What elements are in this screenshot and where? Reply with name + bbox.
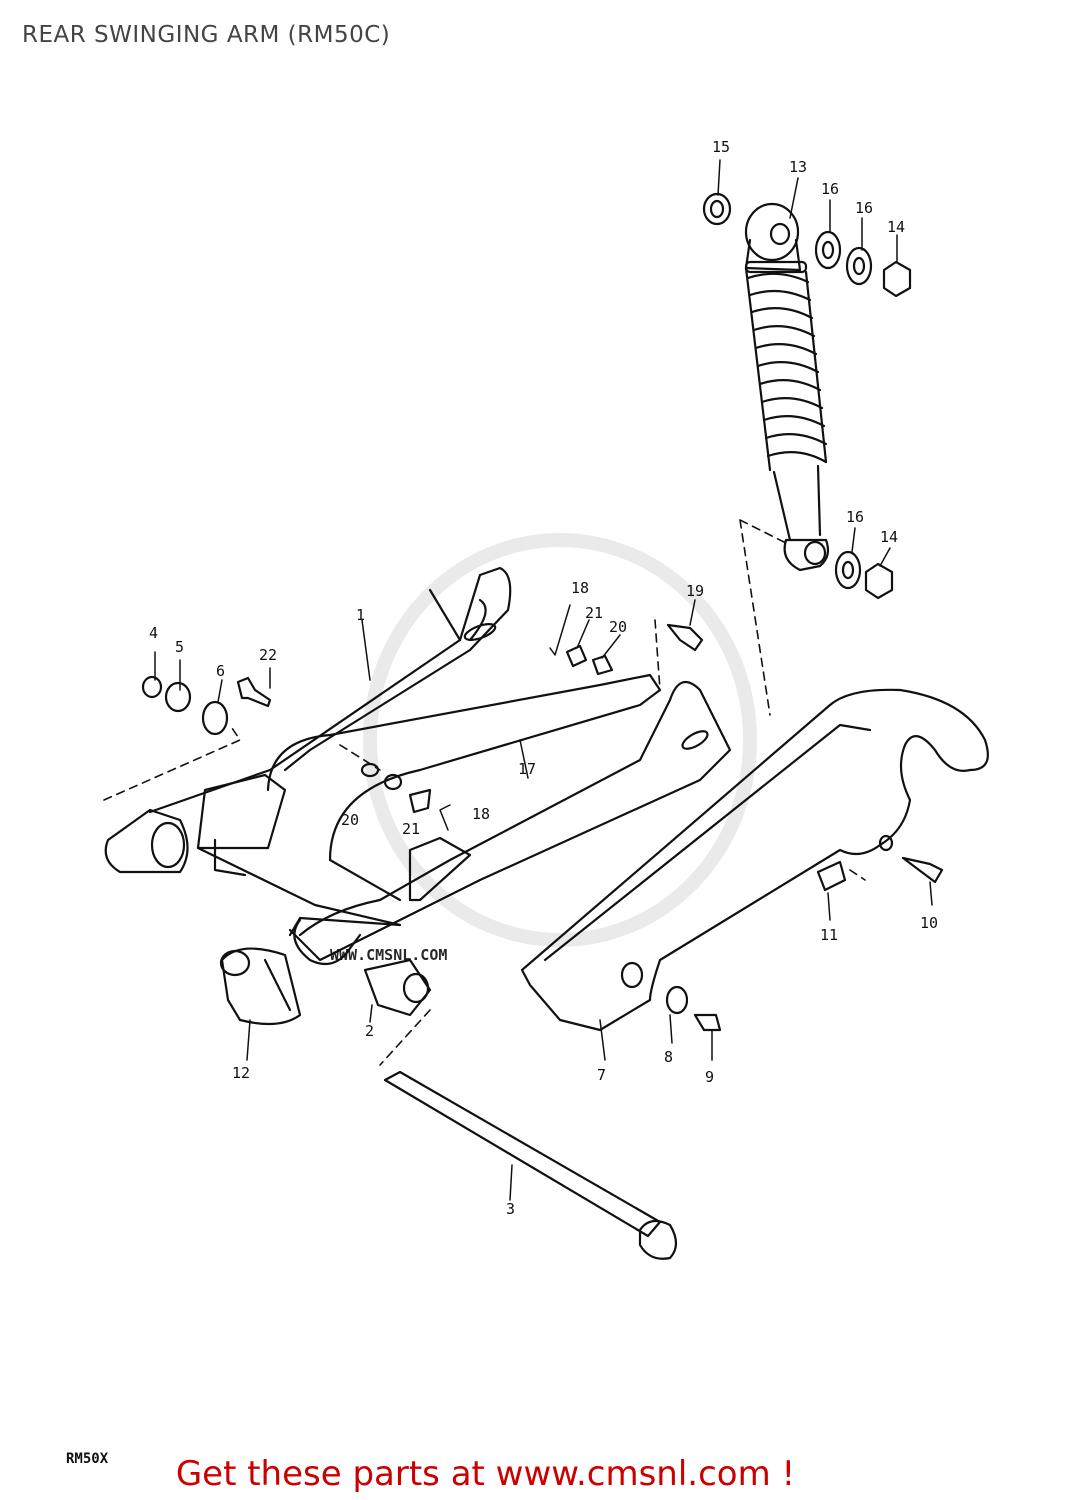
callout-7: 7 [597,1066,606,1084]
callout-14a: 14 [887,218,905,236]
shock-absorber [744,202,830,572]
callout-17: 17 [518,760,536,778]
callout-16b: 16 [855,199,873,217]
callout-2: 2 [365,1022,374,1040]
callout-22: 22 [259,646,277,664]
shock-hardware [702,192,912,600]
callout-4: 4 [149,624,158,642]
callout-5: 5 [175,638,184,656]
callout-13: 13 [789,158,807,176]
pivot-bushing [219,947,302,1026]
footer-cta-link[interactable]: Get these parts at www.cmsnl.com ! [0,1454,1071,1494]
watermark: WWW.CMSNL.COM [330,533,757,964]
chain-case [520,688,989,1032]
model-code: RM50X [66,1451,109,1467]
callout-6: 6 [216,662,225,680]
leader-lines [154,159,933,1201]
callout-21b: 21 [402,820,420,838]
callout-18b: 18 [472,805,490,823]
page-title: REAR SWINGING ARM (RM50C) [22,22,391,48]
assembly-lines [103,519,866,1066]
callout-8: 8 [664,1048,673,1066]
callout-14b: 14 [880,528,898,546]
callout-20b: 20 [341,811,359,829]
footer-cta-text[interactable]: Get these parts at www.cmsnl.com ! [175,1454,796,1494]
pivot-collar [363,958,432,1017]
callout-19: 19 [686,582,704,600]
callout-15: 15 [712,138,730,156]
callout-11: 11 [820,926,838,944]
callout-9: 9 [705,1068,714,1086]
callout-20a: 20 [609,618,627,636]
callout-3: 3 [506,1200,515,1218]
pivot-axle [383,1070,678,1260]
small-hardware [141,623,944,1032]
watermark-text: WWW.CMSNL.COM [330,946,447,964]
callout-18a: 18 [571,579,589,597]
callout-16c: 16 [846,508,864,526]
callout-labels: 1 2 3 4 5 6 7 8 9 10 11 12 13 14 14 15 1… [149,138,938,1218]
callout-10: 10 [920,914,938,932]
callout-16a: 16 [821,180,839,198]
swing-arm [104,566,732,966]
callout-12: 12 [232,1064,250,1082]
callout-21a: 21 [585,604,603,622]
callout-1: 1 [356,606,365,624]
